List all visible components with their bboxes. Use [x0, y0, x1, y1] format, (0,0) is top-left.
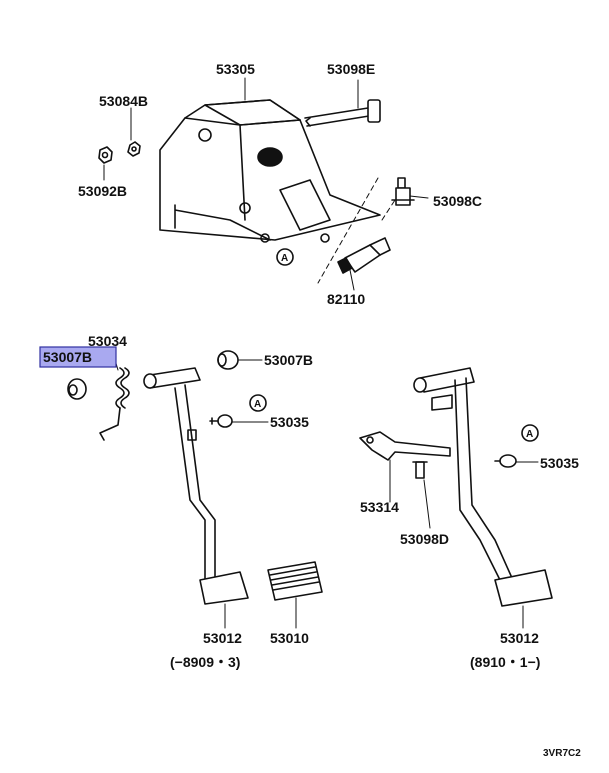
- label-53092B[interactable]: 53092B: [78, 183, 127, 199]
- clutch-pedal-53012-right[interactable]: [413, 367, 553, 607]
- ref-letter-a1: A: [281, 253, 288, 264]
- diagram-code: 3VR7C2: [543, 748, 581, 759]
- pedal-pad-53010[interactable]: [267, 561, 323, 601]
- label-53007B-right[interactable]: 53007B: [264, 352, 313, 368]
- label-53012-left[interactable]: 53012: [203, 630, 242, 646]
- label-53007B-highlighted[interactable]: 53007B: [43, 349, 92, 365]
- label-53314[interactable]: 53314: [360, 499, 399, 515]
- switch-bracket-53314[interactable]: [359, 431, 451, 461]
- label-82110[interactable]: 82110: [327, 291, 365, 307]
- label-53012-right[interactable]: 53012: [500, 630, 539, 646]
- label-53098E[interactable]: 53098E: [327, 61, 375, 77]
- label-53034[interactable]: 53034: [88, 333, 127, 349]
- label-range-right: (8910・1−): [470, 654, 540, 670]
- label-53084B[interactable]: 53084B: [99, 93, 148, 109]
- bushing-53007B-right[interactable]: [217, 350, 239, 370]
- label-53035-left[interactable]: 53035: [270, 414, 309, 430]
- label-53098D[interactable]: 53098D: [400, 531, 449, 547]
- label-53098C[interactable]: 53098C: [433, 193, 482, 209]
- bolt-53098E[interactable]: [304, 99, 381, 127]
- bolt-53098D[interactable]: [412, 461, 428, 479]
- bolt-53035-right[interactable]: [494, 454, 517, 468]
- pedal-bracket-53305[interactable]: [159, 99, 381, 243]
- label-53305[interactable]: 53305: [216, 61, 255, 77]
- ref-letter-a3: A: [526, 429, 533, 440]
- nut-53084B[interactable]: [127, 141, 141, 157]
- ref-letter-a2: A: [254, 399, 261, 410]
- label-53010[interactable]: 53010: [270, 630, 309, 646]
- bolt-53035-left[interactable]: [209, 414, 233, 428]
- bolt-53098C[interactable]: [391, 177, 429, 206]
- ref-circle-a2: [249, 394, 267, 412]
- stop-lamp-switch-82110[interactable]: [337, 237, 391, 274]
- label-53035-right[interactable]: 53035: [540, 455, 579, 471]
- nut-53092B[interactable]: [98, 146, 113, 164]
- return-spring-53034[interactable]: [99, 367, 130, 441]
- highlight-box-53007B: [39, 346, 117, 368]
- label-range-left: (−8909・3): [170, 654, 240, 670]
- ref-circle-a3: [521, 424, 539, 442]
- bushing-53007B-left[interactable]: [67, 378, 87, 400]
- clutch-pedal-53012-left[interactable]: [143, 367, 249, 605]
- ref-circle-a1: [276, 248, 294, 266]
